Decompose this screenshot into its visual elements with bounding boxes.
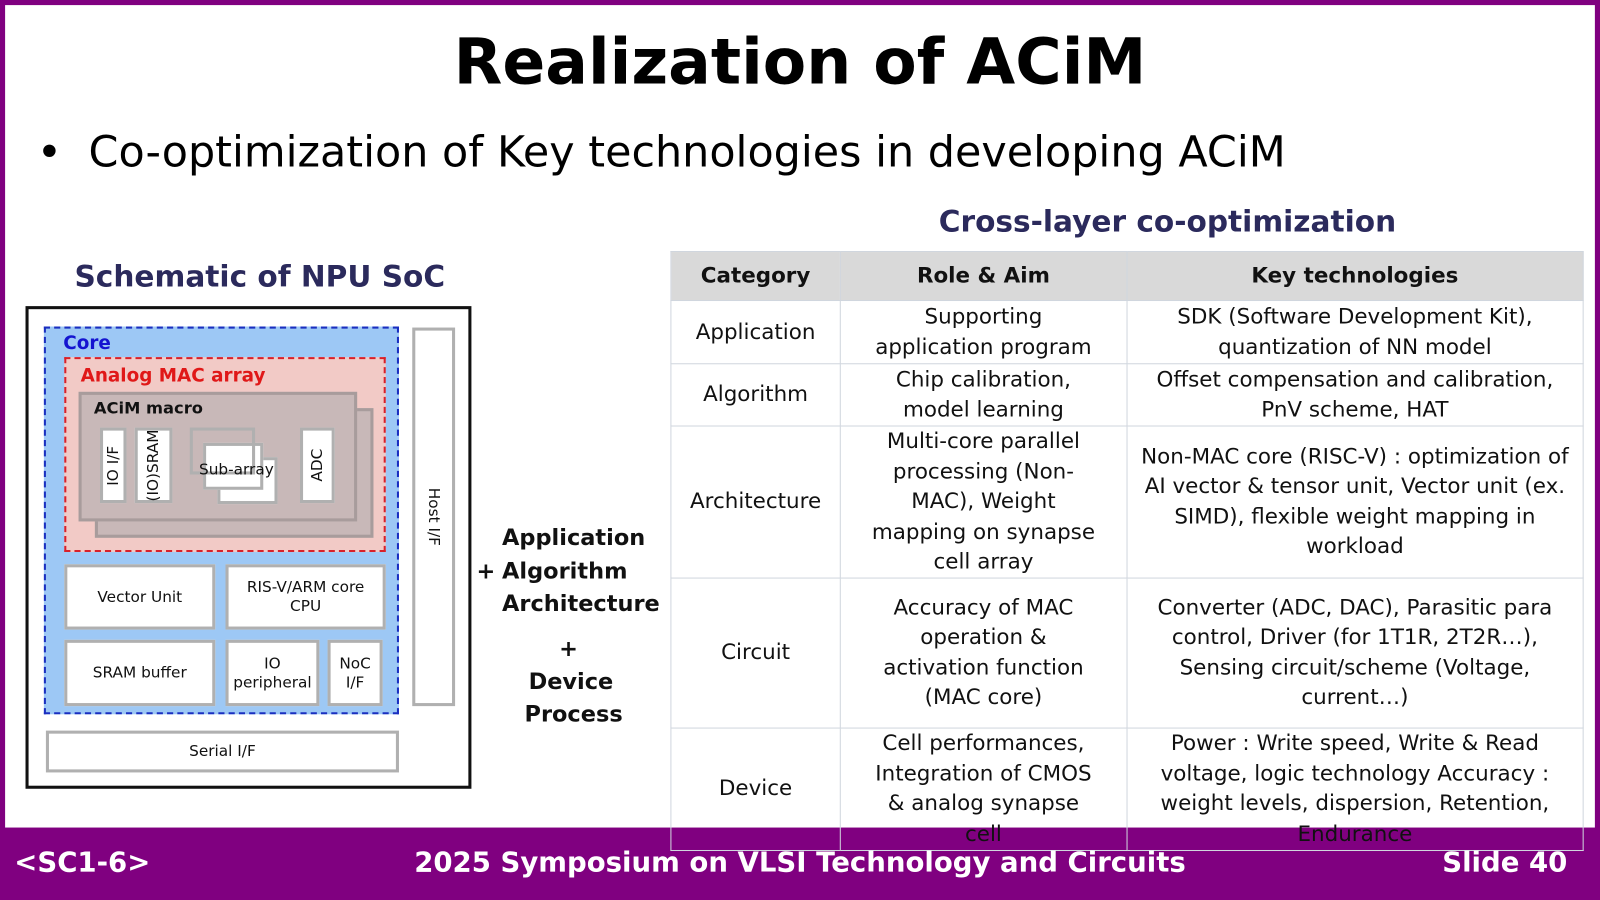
cell-key-tech: Non-MAC core (RISC-V) : optimization of … [1126, 425, 1584, 579]
table-row: Circuit Accuracy of MAC operation & activ… [670, 577, 1584, 729]
bullet-text: Co-optimization of Key technologies in d… [88, 126, 1286, 177]
cell-text: Chip calibration, model learning [895, 366, 1072, 422]
sram-buffer-box: SRAM buffer [64, 639, 216, 707]
host-if-box: Host I/F [412, 327, 456, 707]
core-label: Core [63, 332, 111, 355]
cell-text: Converter (ADC, DAC), Parasitic para con… [1157, 594, 1553, 710]
cell-key-tech: SDK (Software Development Kit), quantiza… [1126, 299, 1584, 365]
cell-text: Multi-core parallel processing (Non-MAC)… [871, 428, 1096, 574]
bullet-point: • Co-optimization of Key technologies in … [37, 127, 1286, 177]
sub-array-box: Sub-array [189, 427, 274, 478]
table-row: Application Supporting application progra… [670, 299, 1584, 365]
cell-text: Supporting application program [875, 304, 1092, 359]
schematic-title: Schematic of NPU SoC [74, 259, 446, 294]
cell-category: Device [670, 727, 841, 851]
cell-text: Power : Write speed, Write & Read voltag… [1160, 730, 1550, 846]
table-title: Cross-layer co-optimization [938, 204, 1397, 239]
acim-macro-label: ACiM macro [93, 397, 203, 418]
slide-title: Realization of ACiM [453, 24, 1147, 99]
cell-key-tech: Offset compensation and calibration, PnV… [1126, 363, 1584, 427]
layer-application: Application [502, 525, 646, 552]
cell-category: Application [670, 299, 841, 365]
table-row: Algorithm Chip calibration, model learnin… [670, 363, 1584, 427]
bullet-icon: • [36, 126, 63, 177]
adc-box: ADC [299, 427, 335, 504]
cell-text: Non-MAC core (RISC-V) : optimization of … [1141, 443, 1569, 559]
plus-sign: + [559, 636, 578, 663]
cell-category: Architecture [670, 425, 841, 579]
cell-text: Offset compensation and calibration, PnV… [1156, 366, 1554, 422]
cell-text: Device [718, 775, 793, 801]
cell-role: Multi-core parallel processing (Non-MAC)… [839, 425, 1128, 579]
table-row: Architecture Multi-core parallel processi… [670, 425, 1584, 579]
layer-process: Process [524, 702, 623, 728]
cell-text: Architecture [689, 488, 822, 514]
header-role: Role & Aim [839, 251, 1128, 302]
cell-role: Chip calibration, model learning [839, 363, 1128, 427]
serial-if-box: Serial I/F [45, 730, 399, 773]
vector-unit-box: Vector Unit [64, 564, 216, 630]
analog-mac-label: Analog MAC array [80, 365, 266, 387]
layer-architecture: Architecture [502, 591, 660, 618]
cell-role: Accuracy of MAC operation & activation f… [839, 577, 1128, 729]
layer-algorithm: Algorithm [502, 559, 628, 585]
co-optimization-table: Category Role & Aim Key technologies App… [670, 251, 1584, 851]
cell-text: Application [695, 319, 816, 344]
cell-text: Circuit [721, 639, 791, 665]
sram-io-box: (IO)SRAM [134, 427, 173, 504]
cell-category: Algorithm [670, 363, 841, 427]
io-if-box: IO I/F [99, 427, 127, 504]
header-key-tech: Key technologies [1126, 251, 1584, 302]
footer-conference: 2025 Symposium on VLSI Technology and Ci… [414, 846, 1186, 879]
cell-role: Cell performances, Integration of CMOS &… [839, 727, 1128, 851]
cell-key-tech: Power : Write speed, Write & Read voltag… [1126, 727, 1584, 851]
layer-device: Device [528, 669, 614, 695]
cell-text: Accuracy of MAC operation & activation f… [883, 594, 1084, 710]
cell-category: Circuit [670, 577, 841, 729]
footer-session: <SC1-6> [14, 846, 151, 879]
cell-key-tech: Converter (ADC, DAC), Parasitic para con… [1126, 577, 1584, 729]
cell-role: Supporting application program [839, 299, 1128, 365]
table-row: Device Cell performances, Integration of … [670, 727, 1584, 851]
footer-slide-number: Slide 40 [1442, 846, 1568, 879]
cell-text: SDK (Software Development Kit), quantiza… [1177, 304, 1533, 359]
cell-text: Algorithm [703, 381, 809, 407]
header-category: Category [670, 251, 841, 302]
plus-sign: + [476, 559, 496, 585]
cell-text: Cell performances, Integration of CMOS &… [875, 730, 1092, 846]
